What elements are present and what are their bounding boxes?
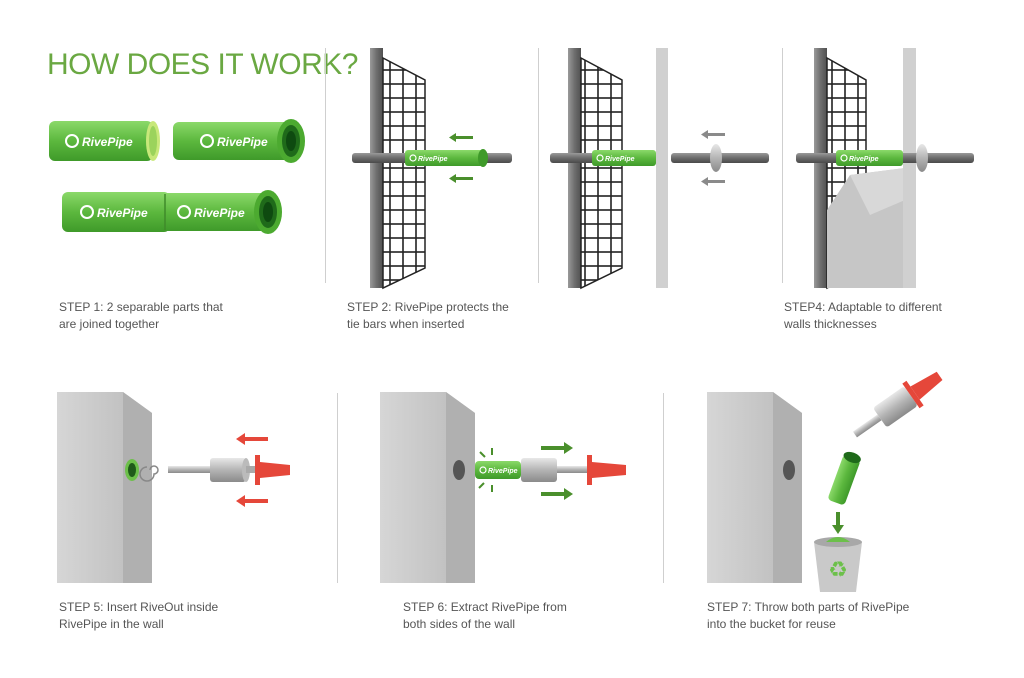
brand-label: RivePipe (849, 156, 879, 163)
spiral-icon (139, 465, 159, 482)
step4-caption: STEP4: Adaptable to different walls thic… (784, 300, 942, 331)
arrow-left-icon (449, 133, 473, 183)
rivepipe (828, 451, 861, 505)
rivepipe (592, 150, 656, 166)
step5-caption: STEP 5: Insert RiveOut inside RivePipe i… (59, 600, 219, 631)
form-panel (903, 48, 916, 288)
screwdriver-icon (255, 455, 260, 485)
brand-label: RivePipe (194, 206, 245, 220)
step2-illustration: RivePipe (352, 48, 512, 290)
page-title: HOW DOES IT WORK? (47, 48, 358, 81)
divider-top-2 (538, 48, 539, 283)
divider-bottom-2 (663, 393, 664, 583)
step7-caption: STEP 7: Throw both parts of RivePipe int… (707, 600, 910, 631)
pipe-joined: RivePipe RivePipe (62, 190, 282, 234)
step6-illustration: RivePipe (380, 392, 626, 583)
arrow-right-icon (541, 442, 573, 500)
step6-caption: STEP 6: Extract RivePipe from both sides… (403, 600, 567, 631)
rivepipe (475, 461, 521, 479)
divider-bottom-1 (337, 393, 338, 583)
form-post (370, 48, 383, 288)
washer (710, 144, 722, 172)
arrow-left-icon (236, 433, 268, 507)
motion-lines (478, 448, 493, 492)
brand-label: RivePipe (418, 156, 448, 163)
washer (916, 144, 928, 172)
rebar-grid (383, 58, 425, 288)
step5-illustration (57, 392, 290, 583)
recycle-icon: ♻ (828, 557, 848, 582)
riveout-tool (210, 458, 246, 482)
brand-label: RivePipe (82, 135, 133, 149)
rivepipe (405, 150, 483, 166)
arrow-down-icon (832, 512, 844, 534)
divider-top-1 (325, 48, 326, 283)
pipe-part-right: RivePipe (173, 119, 305, 163)
pipe-part-left: RivePipe (49, 121, 160, 161)
form-post (814, 48, 827, 288)
brand-label: RivePipe (488, 468, 518, 475)
wall-hole (453, 460, 465, 480)
brand-label: RivePipe (605, 156, 635, 163)
divider-top-3 (782, 48, 783, 283)
rivepipe (836, 150, 903, 166)
step7-illustration: ♻ (707, 371, 943, 592)
brand-label: RivePipe (217, 135, 268, 149)
riveout-tool (521, 458, 557, 482)
wall-hole (783, 460, 795, 480)
step1-illustration: RivePipe RivePipe RivePipe RivePipe (49, 119, 305, 234)
step2-caption: STEP 2: RivePipe protects the tie bars w… (347, 300, 509, 331)
brand-label: RivePipe (97, 206, 148, 220)
riveout-tool (852, 371, 943, 438)
step3-illustration: RivePipe (550, 48, 769, 290)
step1-caption: STEP 1: 2 separable parts that are joine… (59, 300, 223, 331)
step4-illustration: RivePipe (796, 48, 974, 290)
screwdriver-icon (587, 455, 592, 485)
arrow-left-icon (701, 130, 725, 186)
form-post (568, 48, 581, 288)
recycle-bin: ♻ (814, 537, 862, 592)
